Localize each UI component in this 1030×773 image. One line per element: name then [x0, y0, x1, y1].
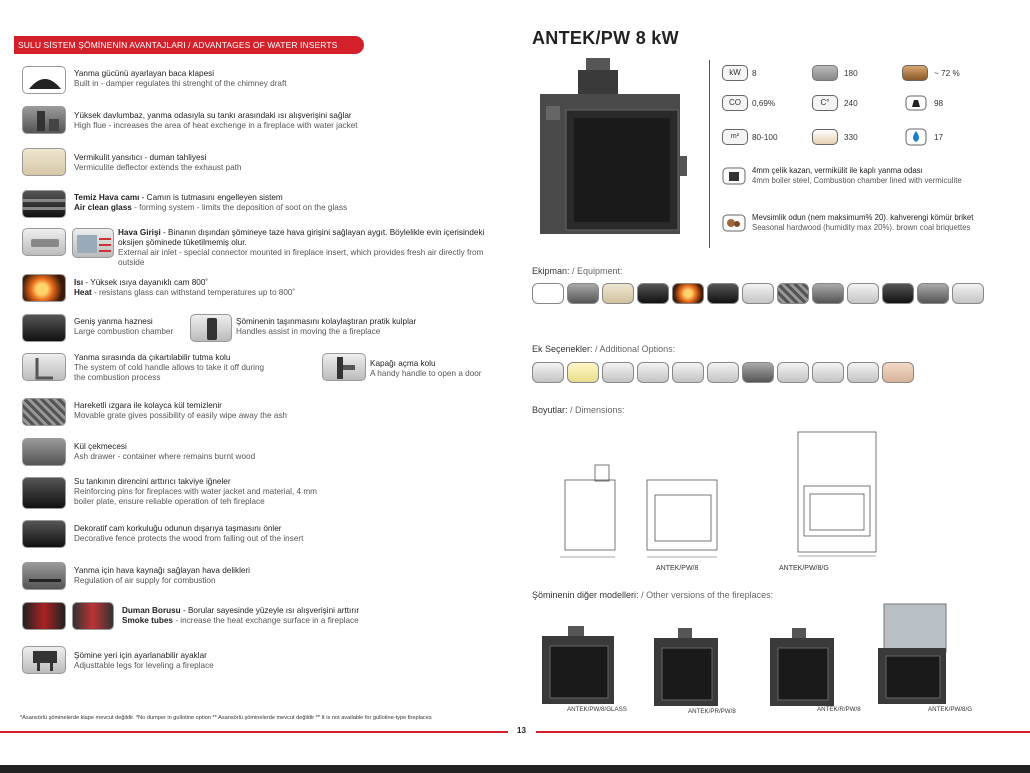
smoke-tube-icon [22, 602, 66, 630]
equip-glass-icon [637, 283, 669, 304]
temperature-value: 240 [844, 99, 858, 108]
flue-value: 180 [844, 69, 858, 78]
dimension-drawing-pw8g [797, 431, 877, 557]
boiler-steel-icon [722, 167, 746, 185]
efficiency-flame-icon [902, 65, 928, 81]
equip-air-holes-icon [917, 283, 949, 304]
option-10-icon [847, 362, 879, 383]
cold-handle-icon [22, 353, 66, 381]
air-inlet-icon [22, 228, 66, 256]
dim-label-pw8: ANTEK/PW/8 [656, 565, 699, 572]
air-flow-diagram-icon [72, 228, 114, 258]
options-thumbnails [532, 362, 914, 383]
model-label-g: ANTEK/PW/8/G [928, 706, 973, 713]
equip-damper-icon [532, 283, 564, 304]
equip-vermiculite-icon [602, 283, 634, 304]
log-icon [812, 129, 838, 145]
reinforcing-pins-icon [22, 477, 66, 509]
equipment-thumbnails [532, 283, 984, 304]
option-1-icon [532, 362, 564, 383]
log-length-value: 330 [844, 133, 858, 142]
temperature-icon: C° [812, 95, 838, 111]
water-drop-icon [905, 128, 927, 146]
product-title: ANTEK/PW 8 kW [532, 28, 679, 48]
power-icon: kW [722, 65, 748, 81]
options-heading: Ek Seçenekler: / Additional Options: [532, 344, 676, 354]
dimensions-heading: Boyutlar: / Dimensions: [532, 405, 625, 415]
option-11-icon [882, 362, 914, 383]
option-8-icon [777, 362, 809, 383]
equip-chamber-icon [707, 283, 739, 304]
model-g-image [878, 603, 947, 704]
option-3-icon [602, 362, 634, 383]
note-fuel: Mevsimlik odun (nem maksimum% 20). kahve… [752, 213, 974, 232]
dimension-drawing-pw8 [560, 464, 718, 558]
model-label-r: ANTEK/R/PW/8 [817, 706, 861, 713]
co-icon: CO [722, 95, 748, 111]
equip-grate-icon [777, 283, 809, 304]
footnote: *Asansörlü şöminelerde klape mevcut deği… [20, 715, 432, 721]
co-value: 0,69% [752, 99, 776, 108]
equip-fence-icon [882, 283, 914, 304]
equip-heat-icon [672, 283, 704, 304]
weight-icon [905, 95, 927, 111]
model-r-image [770, 628, 834, 706]
page-number: 13 [517, 726, 526, 735]
smoke-tube-detail-icon [72, 602, 114, 630]
flame-icon [22, 274, 66, 302]
model-label-glass: ANTEK/PW/8/GLASS [567, 706, 627, 713]
model-label-pr: ANTEK/PR/PW/8 [688, 708, 736, 715]
area-value: 80-100 [752, 133, 778, 142]
weight-value: 98 [934, 99, 944, 108]
air-holes-icon [22, 562, 66, 590]
equip-legs-icon [952, 283, 984, 304]
wood-fuel-icon [722, 214, 746, 232]
handle-icon [190, 314, 232, 342]
model-glass-image [542, 626, 614, 704]
equip-pins-icon [847, 283, 879, 304]
option-4-icon [637, 362, 669, 383]
equip-flue-icon [567, 283, 599, 304]
power-value: 8 [752, 69, 757, 78]
model-pr-image [654, 628, 718, 706]
equipment-heading: Ekipman: / Equipment: [532, 266, 623, 276]
other-models-heading: Şöminenin diğer modelleri: / Other versi… [532, 590, 774, 600]
option-6-icon [707, 362, 739, 383]
option-7-icon [742, 362, 774, 383]
adjustable-legs-icon [22, 646, 66, 674]
option-5-icon [672, 362, 704, 383]
damper-icon [22, 66, 66, 94]
efficiency-value: ~ 72 % [934, 69, 960, 78]
equip-ash-drawer-icon [812, 283, 844, 304]
dim-label-pw8g: ANTEK/PW/8/G [779, 565, 829, 572]
spec-divider [709, 60, 710, 248]
air-clean-glass-icon [22, 190, 66, 218]
bottom-bar [0, 765, 1030, 773]
water-capacity-value: 17 [934, 133, 944, 142]
note-boiler: 4mm çelik kazan, vermikülit ile kaplı ya… [752, 166, 962, 185]
footer-rule-left [0, 731, 508, 733]
door-handle-icon [322, 353, 366, 381]
vermiculite-icon [22, 148, 66, 176]
equip-handle-icon [742, 283, 774, 304]
option-9-icon [812, 362, 844, 383]
grate-icon [22, 398, 66, 426]
combustion-chamber-icon [22, 314, 66, 342]
area-icon: m² [722, 129, 748, 145]
advantages-banner: SULU SİSTEM ŞÖMİNENİN AVANTAJLARI / ADVA… [14, 36, 364, 54]
decorative-fence-icon [22, 520, 66, 548]
option-2-icon [567, 362, 599, 383]
fireplace-main-image [540, 58, 687, 234]
footer-rule-right [536, 731, 1030, 733]
ash-drawer-icon [22, 438, 66, 466]
flue-icon [812, 65, 838, 81]
high-flue-icon [22, 106, 66, 134]
